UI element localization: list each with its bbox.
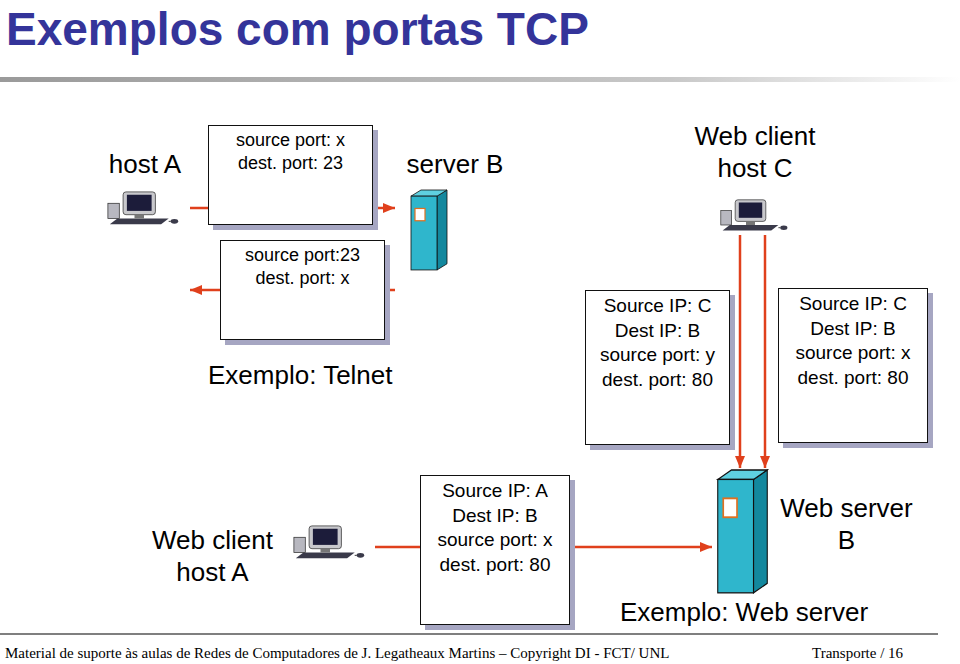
footer-rule xyxy=(0,633,938,634)
monitor-base xyxy=(746,221,755,225)
segment-box: Source IP: CDest IP: Bsource port: ydest… xyxy=(585,290,730,445)
header-field: dest. port: x xyxy=(255,267,349,290)
tower xyxy=(294,537,305,552)
segment-box: Source IP: CDest IP: Bsource port: xdest… xyxy=(778,288,928,443)
header-field: dest. port: 80 xyxy=(440,553,551,578)
screen xyxy=(313,529,338,545)
tower xyxy=(108,203,119,218)
host-node: host A xyxy=(100,145,190,305)
footer-note: Transporte / 16 xyxy=(812,645,903,662)
example-caption: Exemplo: Telnet xyxy=(208,360,393,391)
server-icon xyxy=(715,470,770,596)
keyboard xyxy=(110,219,169,225)
keyboard xyxy=(296,553,355,559)
cable xyxy=(778,227,780,228)
header-field: source port: x xyxy=(437,528,552,553)
segment-box: Source IP: ADest IP: Bsource port: xdest… xyxy=(420,475,570,625)
header-field: Source IP: C xyxy=(604,294,712,319)
mouse xyxy=(357,553,365,558)
server-node: server B xyxy=(395,145,515,305)
computer-icon xyxy=(106,190,182,228)
host-label: server B xyxy=(395,148,515,180)
segment-box: source port: xdest. port: 23 xyxy=(208,125,373,225)
monitor-base xyxy=(321,549,331,553)
host-label: host A xyxy=(100,148,190,180)
cable xyxy=(169,221,171,222)
server-top xyxy=(411,190,447,196)
header-field: Dest IP: B xyxy=(615,319,701,344)
example-caption: Exemplo: Web server xyxy=(620,597,868,628)
header-field: Source IP: C xyxy=(799,292,907,317)
host-node: Web client host C xyxy=(675,120,835,235)
message-arrow xyxy=(739,235,742,468)
footer-note: Material de suporte às aulas de Redes de… xyxy=(5,645,669,662)
header-field: dest. port: 80 xyxy=(602,368,713,393)
host-label: Web server B xyxy=(774,492,919,556)
header-field: dest. port: 23 xyxy=(238,152,343,175)
monitor xyxy=(123,192,155,215)
screen xyxy=(739,203,762,218)
drive-slot xyxy=(415,208,425,220)
server-side xyxy=(754,470,768,593)
keyboard xyxy=(723,225,779,230)
cable xyxy=(355,555,357,556)
segment-box: source port:23dest. port: x xyxy=(220,240,385,340)
monitor xyxy=(735,200,766,222)
monitor-base xyxy=(135,215,145,219)
server-top xyxy=(718,470,768,479)
host-node: Web client host A xyxy=(140,520,375,595)
server-front xyxy=(718,479,754,592)
computer-icon xyxy=(717,198,793,234)
header-field: source port: x xyxy=(795,341,910,366)
header-field: source port: y xyxy=(600,343,715,368)
screen xyxy=(127,195,152,211)
header-field: Dest IP: B xyxy=(452,504,538,529)
header-field: source port: x xyxy=(236,129,345,152)
header-field: dest. port: 80 xyxy=(798,366,909,391)
tower xyxy=(721,211,732,225)
header-field: Source IP: A xyxy=(442,479,548,504)
slide-title: Exemplos com portas TCP xyxy=(6,2,589,56)
header-field: Dest IP: B xyxy=(810,317,896,342)
server-front xyxy=(411,196,437,270)
message-arrow xyxy=(764,235,767,468)
title-rule xyxy=(0,77,960,82)
computer-icon xyxy=(290,524,370,562)
mouse xyxy=(171,219,179,224)
mouse xyxy=(780,225,787,230)
server-side xyxy=(437,190,447,270)
monitor xyxy=(309,526,341,549)
host-label: Web client host A xyxy=(140,524,285,588)
host-label: Web client host C xyxy=(675,120,835,184)
server-icon xyxy=(409,190,449,272)
server-node: Web server B xyxy=(712,468,922,600)
header-field: source port:23 xyxy=(245,244,360,267)
drive-slot xyxy=(723,498,737,517)
